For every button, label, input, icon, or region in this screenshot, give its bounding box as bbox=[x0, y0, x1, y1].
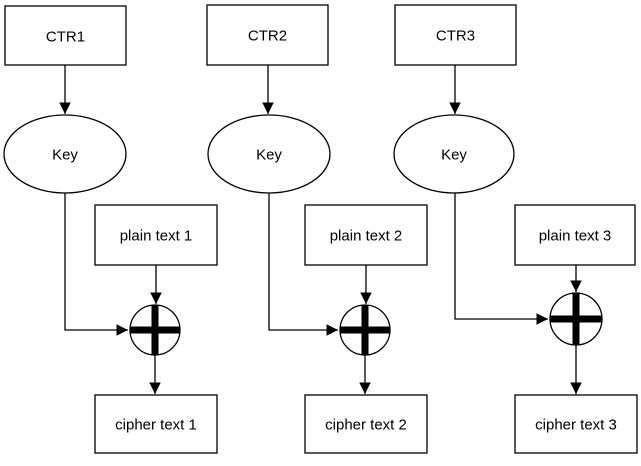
key2-ellipse bbox=[207, 114, 331, 194]
plain-text-3-label: plain text 3 bbox=[539, 227, 612, 244]
ctr3-box bbox=[394, 4, 517, 66]
cipher-text-3-label: cipher text 3 bbox=[535, 416, 617, 433]
arrow-key3-to-xor3 bbox=[454, 193, 548, 325]
key1-ellipse bbox=[3, 114, 127, 194]
xor-icon-1 bbox=[129, 304, 181, 356]
column-2: CTR2 Key plain text 2 cipher text 2 bbox=[206, 4, 428, 454]
key2-label: Key bbox=[256, 146, 282, 163]
cipher-text-1-box bbox=[94, 394, 218, 454]
ctr1-box bbox=[4, 5, 127, 66]
plain-text-1-box bbox=[94, 204, 218, 266]
column-1: CTR1 Key plain text 1 cipher text 1 bbox=[3, 5, 218, 454]
column-3: CTR3 Key plain text 3 cipher text 3 bbox=[393, 4, 638, 454]
ctr2-box bbox=[206, 4, 329, 66]
xor-icon-3 bbox=[549, 292, 603, 346]
key3-ellipse bbox=[393, 114, 515, 194]
ctr1-label: CTR1 bbox=[46, 28, 85, 45]
ctr3-label: CTR3 bbox=[436, 27, 475, 44]
cipher-text-3-box bbox=[514, 394, 638, 454]
arrow-key2-to-xor2 bbox=[268, 193, 338, 336]
cipher-text-1-label: cipher text 1 bbox=[115, 416, 197, 433]
plain-text-2-box bbox=[304, 204, 428, 266]
plain-text-3-box bbox=[514, 204, 636, 266]
plain-text-2-label: plain text 2 bbox=[330, 227, 403, 244]
key1-label: Key bbox=[52, 146, 78, 163]
cipher-text-2-box bbox=[304, 394, 428, 454]
key3-label: Key bbox=[441, 146, 467, 163]
arrow-key1-to-xor1 bbox=[64, 193, 128, 336]
plain-text-1-label: plain text 1 bbox=[120, 227, 193, 244]
cipher-text-2-label: cipher text 2 bbox=[325, 416, 407, 433]
ctr2-label: CTR2 bbox=[248, 27, 287, 44]
xor-icon-2 bbox=[339, 304, 391, 356]
